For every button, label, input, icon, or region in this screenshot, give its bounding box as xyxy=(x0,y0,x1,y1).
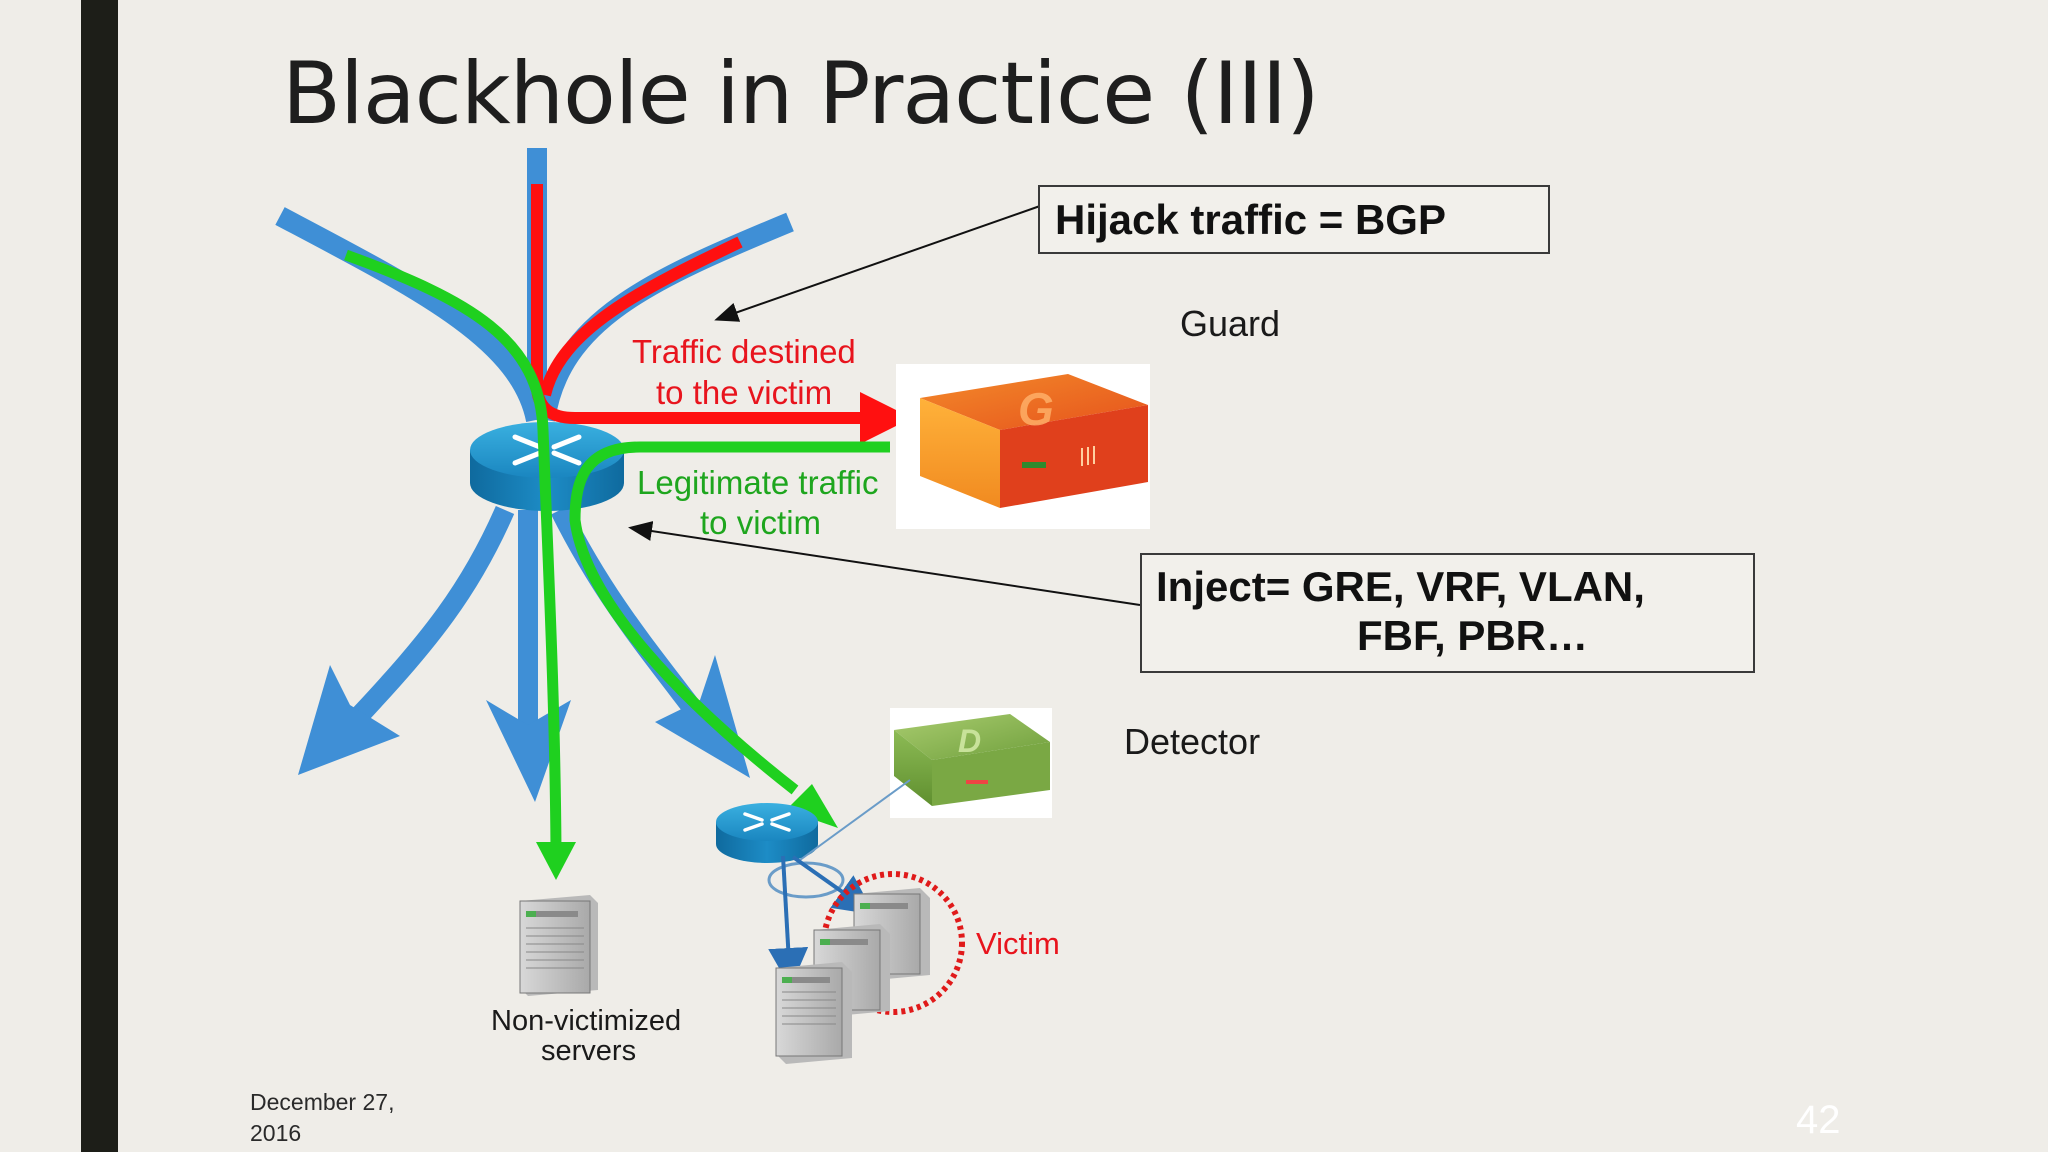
legit-traffic-label-line1: Legitimate traffic xyxy=(637,464,879,501)
inject-callout-line1: Inject= GRE, VRF, VLAN, xyxy=(1156,563,1645,610)
inject-callout-line xyxy=(628,521,1141,606)
detector-glyph: D xyxy=(958,723,981,759)
slide-date-line1: December 27, xyxy=(250,1089,395,1115)
legit-traffic-label-line2: to victim xyxy=(700,504,822,541)
guard-glyph: G xyxy=(1018,383,1054,435)
detector-link-line xyxy=(799,779,911,861)
slide-title: Blackhole in Practice (III) xyxy=(282,44,1320,144)
non-victimized-label-line2: servers xyxy=(541,1035,637,1067)
detector-label: Detector xyxy=(1124,721,1261,762)
inject-callout-box xyxy=(1140,553,1755,673)
traffic-destined-label-line1: Traffic destined xyxy=(632,333,856,370)
legit-traffic-green xyxy=(344,249,890,851)
guard-label: Guard xyxy=(1180,303,1281,344)
hijack-callout-line xyxy=(714,205,1041,322)
attack-traffic-arrowhead xyxy=(860,392,912,444)
slide-left-bar xyxy=(81,0,118,1152)
blue-flows-outgoing xyxy=(352,505,698,740)
legit-traffic-arrowheads xyxy=(536,784,838,880)
hijack-callout-text: Hijack traffic = BGP xyxy=(1055,196,1446,243)
non-victimized-label-line1: Non-victimized xyxy=(491,1005,682,1037)
non-victimized-server-icon xyxy=(519,895,598,996)
detector-device-icon: D xyxy=(890,708,1052,818)
inject-callout-line2: FBF, PBR… xyxy=(1357,612,1588,659)
hijack-callout-box xyxy=(1038,185,1550,254)
traffic-destined-label-line2: to the victim xyxy=(656,374,833,411)
edge-router-icon xyxy=(716,803,818,863)
victim-servers-icon xyxy=(775,888,930,1064)
slide-page-number: 42 xyxy=(1796,1098,1841,1142)
guard-device-icon: G xyxy=(896,364,1150,529)
victim-label: Victim xyxy=(976,926,1060,961)
slide-date-line2: 2016 xyxy=(250,1120,302,1146)
slide-date: December 27, 2016 xyxy=(250,1087,394,1149)
